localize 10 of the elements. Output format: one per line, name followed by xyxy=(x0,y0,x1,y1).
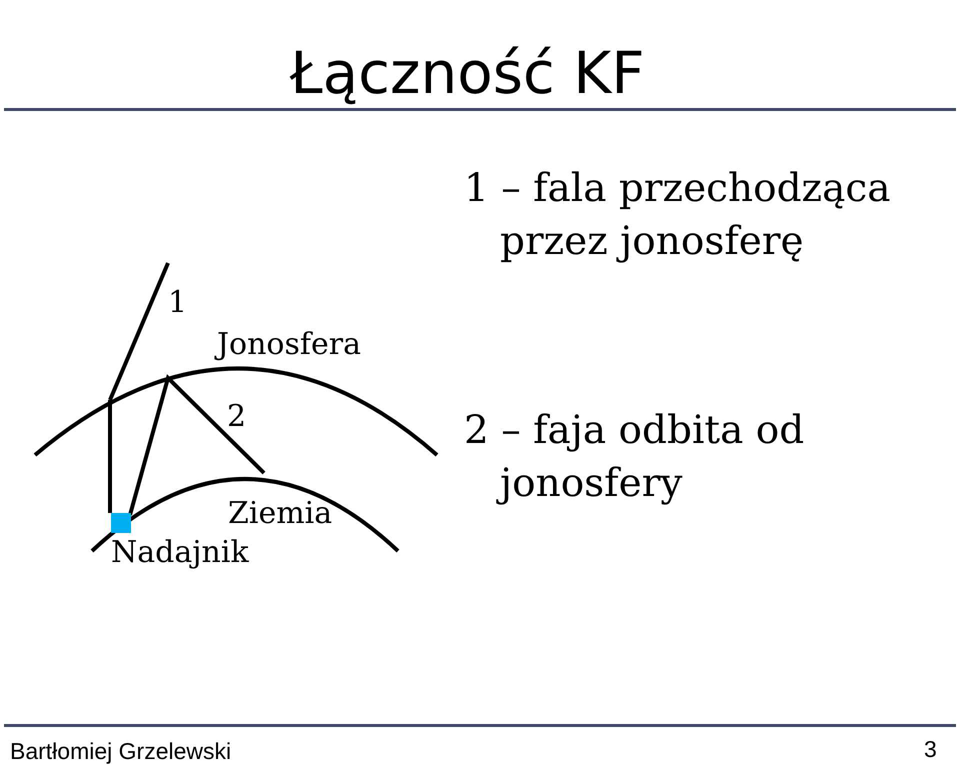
layer-label: Jonosfera xyxy=(217,330,361,360)
footer-author: Bartłomiej Grzelewski xyxy=(10,740,232,763)
slide-title: Łączność KF xyxy=(290,44,645,102)
layer-label: Ziemia xyxy=(228,499,332,529)
page-number: 3 xyxy=(924,738,937,761)
ray-number: 2 xyxy=(227,402,246,432)
legend-text: 1 – fala przechodząca przez jonosferę xyxy=(464,165,892,266)
legend-text: 2 – faja odbita od jonosfery xyxy=(464,407,806,508)
ray-number: 1 xyxy=(168,288,188,318)
transmitter-label: Nadajnik xyxy=(111,538,249,568)
